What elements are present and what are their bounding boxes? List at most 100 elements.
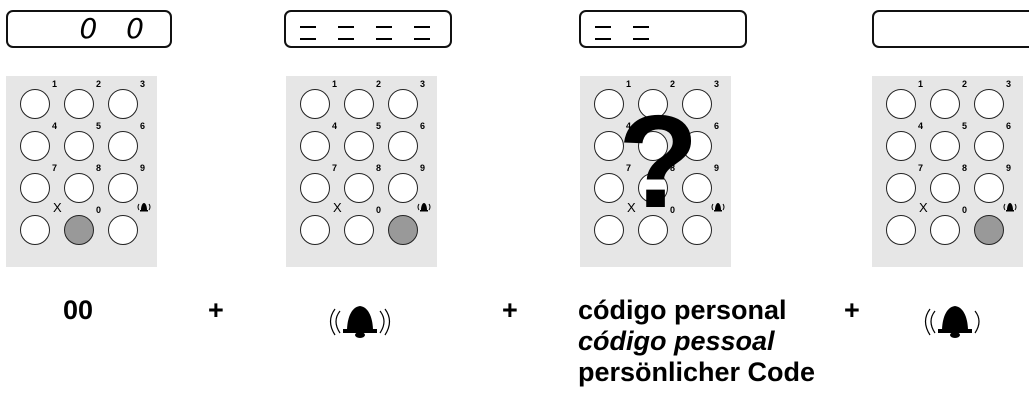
display-digits: 0 0 bbox=[79, 12, 154, 45]
key-5[interactable] bbox=[344, 131, 374, 161]
key-label: 6 bbox=[420, 121, 426, 131]
key-label: 5 bbox=[670, 121, 676, 131]
key-label: 8 bbox=[96, 163, 102, 173]
key-bell[interactable] bbox=[108, 215, 138, 245]
key-label: 3 bbox=[420, 79, 426, 89]
key-0[interactable] bbox=[64, 215, 94, 245]
key-cancel[interactable] bbox=[594, 215, 624, 245]
key-5[interactable] bbox=[930, 131, 960, 161]
key-3[interactable] bbox=[682, 89, 712, 119]
key-label: 2 bbox=[96, 79, 102, 89]
key-2[interactable] bbox=[64, 89, 94, 119]
key-2[interactable] bbox=[344, 89, 374, 119]
key-cancel[interactable] bbox=[886, 215, 916, 245]
key-1[interactable] bbox=[300, 89, 330, 119]
key-cancel[interactable] bbox=[300, 215, 330, 245]
key-9[interactable] bbox=[388, 173, 418, 203]
key-9[interactable] bbox=[108, 173, 138, 203]
dash-segment bbox=[414, 26, 430, 40]
key-6[interactable] bbox=[388, 131, 418, 161]
caption-code-es: código personal bbox=[578, 295, 787, 325]
key-8[interactable] bbox=[64, 173, 94, 203]
key-label: 7 bbox=[52, 163, 58, 173]
key-label: 3 bbox=[714, 79, 720, 89]
key-label: 3 bbox=[1006, 79, 1012, 89]
key-4[interactable] bbox=[886, 131, 916, 161]
key-bell[interactable] bbox=[388, 215, 418, 245]
key-label: 5 bbox=[376, 121, 382, 131]
display-dashes bbox=[595, 26, 649, 40]
key-8[interactable] bbox=[930, 173, 960, 203]
key-3[interactable] bbox=[388, 89, 418, 119]
key-2[interactable] bbox=[930, 89, 960, 119]
cancel-x-label: X bbox=[333, 200, 342, 215]
key-label: 6 bbox=[140, 121, 146, 131]
key-7[interactable] bbox=[300, 173, 330, 203]
key-0[interactable] bbox=[930, 215, 960, 245]
question-mark: ? bbox=[618, 88, 699, 235]
key-label: 1 bbox=[626, 79, 632, 89]
key-0[interactable] bbox=[344, 215, 374, 245]
key-label: 1 bbox=[52, 79, 58, 89]
key-label: 1 bbox=[332, 79, 338, 89]
key-label: 7 bbox=[626, 163, 632, 173]
dash-segment bbox=[595, 26, 611, 40]
key-4[interactable] bbox=[20, 131, 50, 161]
key-8[interactable] bbox=[344, 173, 374, 203]
key-6[interactable] bbox=[682, 131, 712, 161]
plus-sign: + bbox=[844, 295, 860, 325]
key-9[interactable] bbox=[974, 173, 1004, 203]
dash-segment bbox=[633, 26, 649, 40]
key-label: 4 bbox=[626, 121, 632, 131]
key-label: 9 bbox=[420, 163, 426, 173]
small-bell-icon bbox=[1003, 203, 1017, 212]
key-label: 9 bbox=[714, 163, 720, 173]
key-7[interactable] bbox=[886, 173, 916, 203]
key-7[interactable] bbox=[594, 173, 624, 203]
display-1: 0 0 bbox=[6, 10, 172, 48]
cancel-x-label: X bbox=[627, 200, 636, 215]
key-5[interactable] bbox=[638, 131, 668, 161]
key-bell[interactable] bbox=[974, 215, 1004, 245]
key-label: 0 bbox=[376, 205, 382, 215]
key-label: 0 bbox=[96, 205, 102, 215]
small-bell-icon bbox=[417, 203, 431, 212]
key-label: 8 bbox=[670, 163, 676, 173]
dash-segment bbox=[338, 26, 354, 40]
key-0[interactable] bbox=[638, 215, 668, 245]
key-label: 7 bbox=[332, 163, 338, 173]
key-label: 2 bbox=[962, 79, 968, 89]
key-7[interactable] bbox=[20, 173, 50, 203]
key-4[interactable] bbox=[594, 131, 624, 161]
key-5[interactable] bbox=[64, 131, 94, 161]
key-label: 8 bbox=[962, 163, 968, 173]
key-label: 0 bbox=[670, 205, 676, 215]
key-label: 6 bbox=[714, 121, 720, 131]
small-bell-icon bbox=[711, 203, 725, 212]
key-cancel[interactable] bbox=[20, 215, 50, 245]
key-label: 2 bbox=[670, 79, 676, 89]
key-label: 0 bbox=[962, 205, 968, 215]
caption-00: 00 bbox=[63, 295, 94, 325]
key-3[interactable] bbox=[108, 89, 138, 119]
key-6[interactable] bbox=[108, 131, 138, 161]
key-1[interactable] bbox=[20, 89, 50, 119]
key-label: 3 bbox=[140, 79, 146, 89]
key-1[interactable] bbox=[594, 89, 624, 119]
display-4 bbox=[872, 10, 1029, 48]
key-4[interactable] bbox=[300, 131, 330, 161]
key-label: 4 bbox=[918, 121, 924, 131]
key-9[interactable] bbox=[682, 173, 712, 203]
key-2[interactable] bbox=[638, 89, 668, 119]
key-label: 9 bbox=[140, 163, 146, 173]
key-label: 6 bbox=[1006, 121, 1012, 131]
key-bell[interactable] bbox=[682, 215, 712, 245]
key-label: 5 bbox=[962, 121, 968, 131]
key-1[interactable] bbox=[886, 89, 916, 119]
key-8[interactable] bbox=[638, 173, 668, 203]
key-label: 1 bbox=[918, 79, 924, 89]
key-3[interactable] bbox=[974, 89, 1004, 119]
key-6[interactable] bbox=[974, 131, 1004, 161]
